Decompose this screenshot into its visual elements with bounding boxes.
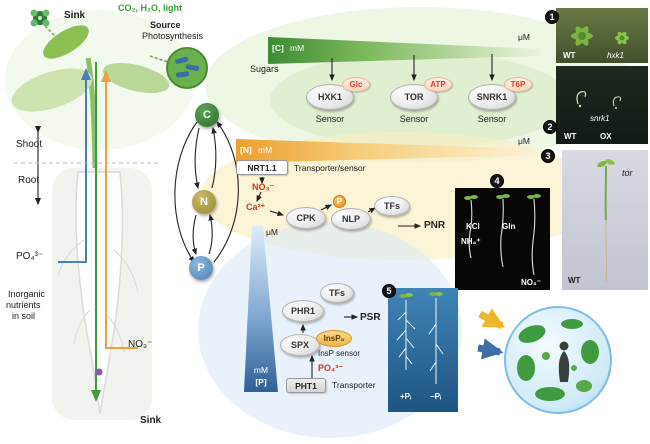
label-phosphate-soil: PO₄³⁻	[16, 251, 44, 262]
globe-art	[504, 306, 612, 414]
human-silhouette	[558, 341, 570, 382]
node-nrt1-1: NRT1.1	[236, 160, 288, 175]
label-calcium: Ca²⁺	[246, 202, 266, 212]
pathway-arrows	[256, 54, 495, 378]
panel1-hxk1-label: hxk1	[607, 51, 624, 60]
panel2-wt-label: WT	[564, 132, 577, 141]
panel5-plus-pi-label: +Pᵢ	[400, 392, 412, 401]
phosphorus-wedge	[244, 226, 278, 392]
node-pht1: PHT1	[286, 378, 326, 393]
label-phosphate-pathway: PO₄³⁻	[318, 363, 344, 373]
tor-seedling-art	[597, 159, 615, 283]
label-pnr: PNR	[424, 220, 446, 231]
panel5-minus-pi-label: −Pᵢ	[430, 392, 442, 401]
panel4-nh4-label: NH₄⁺	[461, 237, 481, 246]
photo-panel-phosphate-roots: +Pᵢ −Pᵢ	[388, 288, 458, 412]
label-sink-bottom: Sink	[140, 415, 162, 426]
life-shapes	[517, 319, 599, 401]
carbon-wedge	[268, 37, 540, 64]
carbon-bracket-label: [C]	[272, 43, 284, 53]
node-nitrogen: N	[192, 190, 216, 214]
photo-panel-snrk1: snrk1 WT OX	[556, 66, 648, 144]
caption-transporter: Transporter	[332, 380, 376, 390]
panel3-wt-label: WT	[568, 276, 581, 285]
label-soil-note-1: Inorganic	[8, 289, 46, 299]
label-co2-h2o-light: CO₂, H₂O, light	[118, 3, 182, 13]
label-photosynthesis: Photosynthesis	[142, 31, 204, 41]
label-root: Root	[18, 175, 40, 186]
flow-arrows	[58, 62, 138, 402]
ligand-glc: Glc	[342, 77, 370, 92]
panel4-no3-label: NO₃⁻	[521, 278, 541, 287]
leaves	[11, 25, 170, 112]
label-sink-top: Sink	[64, 10, 86, 21]
plant-illustration	[5, 9, 208, 420]
node-phr1: PHR1	[282, 300, 324, 322]
biosphere-globe	[502, 304, 614, 416]
nitrogen-unit-right: μM	[518, 136, 530, 146]
badge-5: 5	[382, 284, 396, 298]
panel4-gln-label: Gln	[502, 222, 516, 231]
phosphate-roots-art	[396, 292, 444, 384]
taproot-shape	[75, 171, 124, 415]
ligand-atp: ATP	[424, 77, 452, 92]
badge-4: 4	[490, 174, 504, 188]
label-sugars: Sugars	[250, 64, 279, 74]
label-nitrate-pathway: NO₃⁻	[252, 182, 275, 192]
stem	[85, 57, 98, 169]
node-insp8: InsP₈	[316, 330, 352, 347]
label-source: Source	[150, 20, 181, 30]
nitrogen-bracket-label: [N]	[240, 145, 252, 155]
node-spx: SPX	[280, 334, 320, 356]
gradient-wedges	[236, 37, 540, 392]
node-carbon: C	[195, 103, 219, 127]
photo-panel-nitrogen-seedlings: KCl Gln NH₄⁺ NO₃⁻	[455, 188, 550, 290]
badge-3: 3	[541, 149, 555, 163]
label-soil-note-3: in soil	[12, 311, 36, 321]
nitrogen-wedge	[236, 139, 540, 163]
panel1-wt-label: WT	[563, 51, 576, 60]
label-shoot: Shoot	[16, 139, 43, 150]
ligand-t6p: T6P	[504, 77, 532, 92]
label-soil-note-2: nutrients	[6, 300, 41, 310]
node-phosphorus: P	[189, 256, 213, 280]
badge-2: 2	[543, 120, 557, 134]
caption-transporter-sensor: Transporter/sensor	[294, 163, 366, 173]
label-nitrate-soil: NO₃⁻	[128, 339, 153, 350]
globe-arrows	[477, 308, 506, 360]
phospho-badge: P	[333, 195, 346, 208]
rosette-plants-art	[571, 26, 629, 46]
phosphorus-unit-bottom: mM	[253, 365, 269, 375]
caption-sensor-1: Sensor	[315, 114, 345, 124]
nitrogen-seedlings-art	[464, 194, 541, 276]
panel2-ox-label: OX	[600, 132, 612, 141]
cnp-cycle-arrows	[174, 121, 239, 263]
panel3-tor-label: tor	[622, 168, 633, 178]
nitrogen-unit-left: mM	[258, 145, 273, 155]
seedling-curls-art	[576, 90, 622, 109]
panel4-kcl-label: KCl	[466, 222, 480, 231]
caption-sensor-3: Sensor	[477, 114, 507, 124]
phosphorus-unit-top: μM	[266, 227, 278, 237]
node-tfs-phosphorus: TFs	[320, 283, 354, 303]
node-tor: TOR	[390, 84, 438, 110]
photo-panel-hxk1: WT hxk1	[556, 8, 648, 63]
photo-panel-tor: tor WT	[562, 150, 648, 290]
badge-1: 1	[545, 10, 559, 24]
phosphorus-bracket-label: [P]	[255, 377, 267, 387]
node-tfs-nitrogen: TFs	[374, 196, 410, 216]
node-nlp: NLP	[331, 208, 371, 230]
node-cpk: CPK	[286, 207, 326, 229]
label-psr: PSR	[360, 312, 381, 323]
caption-insp-sensor: InsP sensor	[318, 349, 361, 358]
chloroplast-zoom-icon	[149, 47, 208, 89]
panel2-snrk1-label: snrk1	[590, 114, 610, 123]
root-tip-signal	[95, 368, 103, 376]
carbon-unit-left: mM	[290, 43, 305, 53]
flower-icon	[30, 9, 65, 47]
caption-sensor-2: Sensor	[399, 114, 429, 124]
carbon-unit-right: μM	[518, 32, 530, 42]
